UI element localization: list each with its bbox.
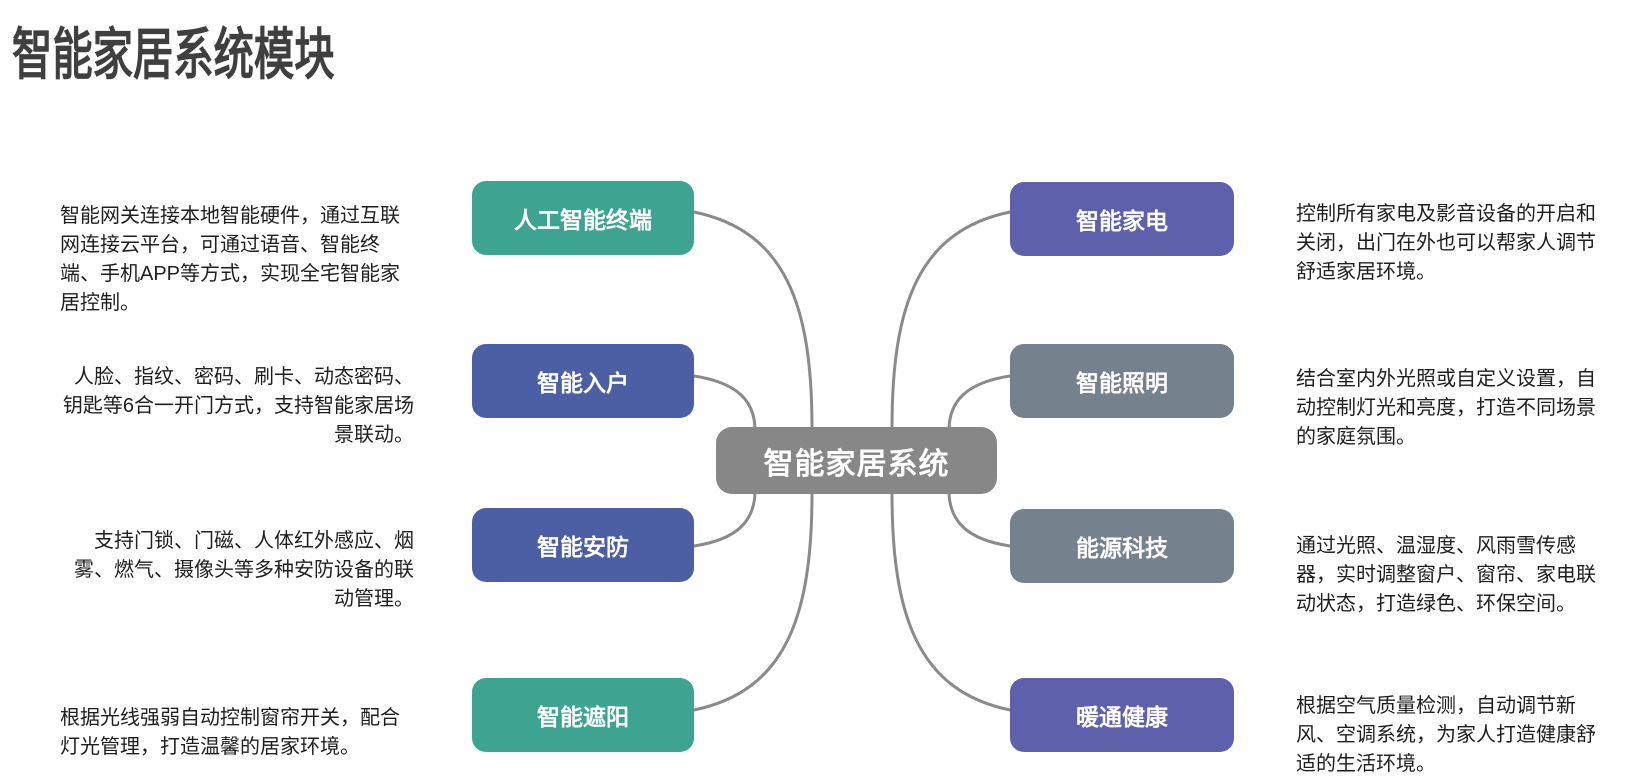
desc-ai-terminal: 智能网关连接本地智能硬件，通过互联网连接云平台，可通过语音、智能终端、手机APP… — [60, 205, 401, 314]
central-node-label: 智能家居系统 — [763, 447, 950, 481]
node-smart-lighting[interactable]: 智能照明 — [1010, 344, 1234, 418]
desc-smart-entry: 人脸、指纹、密码、刷卡、动态密码、钥匙等6合一开门方式，支持智能家居场景联动。 — [62, 366, 414, 446]
desc-hvac-health: 根据空气质量检测，自动调节新风、空调系统，为家人打造健康舒适的生活环境。 — [1296, 695, 1596, 775]
node-label: 暖通健康 — [1076, 704, 1168, 730]
desc-energy-tech: 通过光照、温湿度、风雨雪传感器，实时调整窗户、窗帘、家电联动状态，打造绿色、环保… — [1296, 535, 1596, 615]
connector-left-2 — [692, 374, 757, 430]
node-smart-shading[interactable]: 智能遮阳 — [472, 678, 694, 752]
node-hvac-health[interactable]: 暖通健康 — [1010, 678, 1234, 752]
node-label: 能源科技 — [1076, 535, 1168, 561]
central-node[interactable]: 智能家居系统 — [716, 427, 997, 494]
desc-smart-security: 支持门锁、门磁、人体红外感应、烟雾、燃气、摄像头等多种安防设备的联动管理。 — [74, 530, 414, 610]
desc-smart-appliances: 控制所有家电及影音设备的开启和关闭，出门在外也可以帮家人调节舒适家居环境。 — [1296, 203, 1596, 283]
node-smart-security[interactable]: 智能安防 — [472, 508, 694, 582]
desc-smart-lighting: 结合室内外光照或自定义设置，自动控制灯光和亮度，打造不同场景的家庭氛围。 — [1296, 368, 1596, 448]
connector-right-2 — [947, 374, 1012, 430]
connector-right-4 — [890, 491, 1012, 712]
node-ai-terminal[interactable]: 人工智能终端 — [472, 181, 694, 255]
node-label: 智能遮阳 — [537, 704, 629, 730]
node-label: 智能家电 — [1076, 208, 1168, 234]
node-label: 智能安防 — [537, 534, 629, 560]
connector-left-3 — [692, 491, 757, 548]
node-smart-entry[interactable]: 智能入户 — [472, 344, 694, 418]
connector-left-1 — [692, 210, 814, 430]
node-label: 人工智能终端 — [514, 207, 652, 233]
desc-smart-shading: 根据光线强弱自动控制窗帘开关，配合灯光管理，打造温馨的居家环境。 — [60, 707, 400, 758]
connector-right-1 — [890, 210, 1012, 430]
node-energy-tech[interactable]: 能源科技 — [1010, 509, 1234, 583]
node-smart-appliances[interactable]: 智能家电 — [1010, 182, 1234, 256]
page-title: 智能家居系统模块 — [12, 23, 335, 86]
connector-right-3 — [947, 491, 1012, 548]
connector-left-4 — [692, 491, 814, 712]
node-label: 智能照明 — [1076, 370, 1168, 396]
node-label: 智能入户 — [537, 370, 629, 396]
